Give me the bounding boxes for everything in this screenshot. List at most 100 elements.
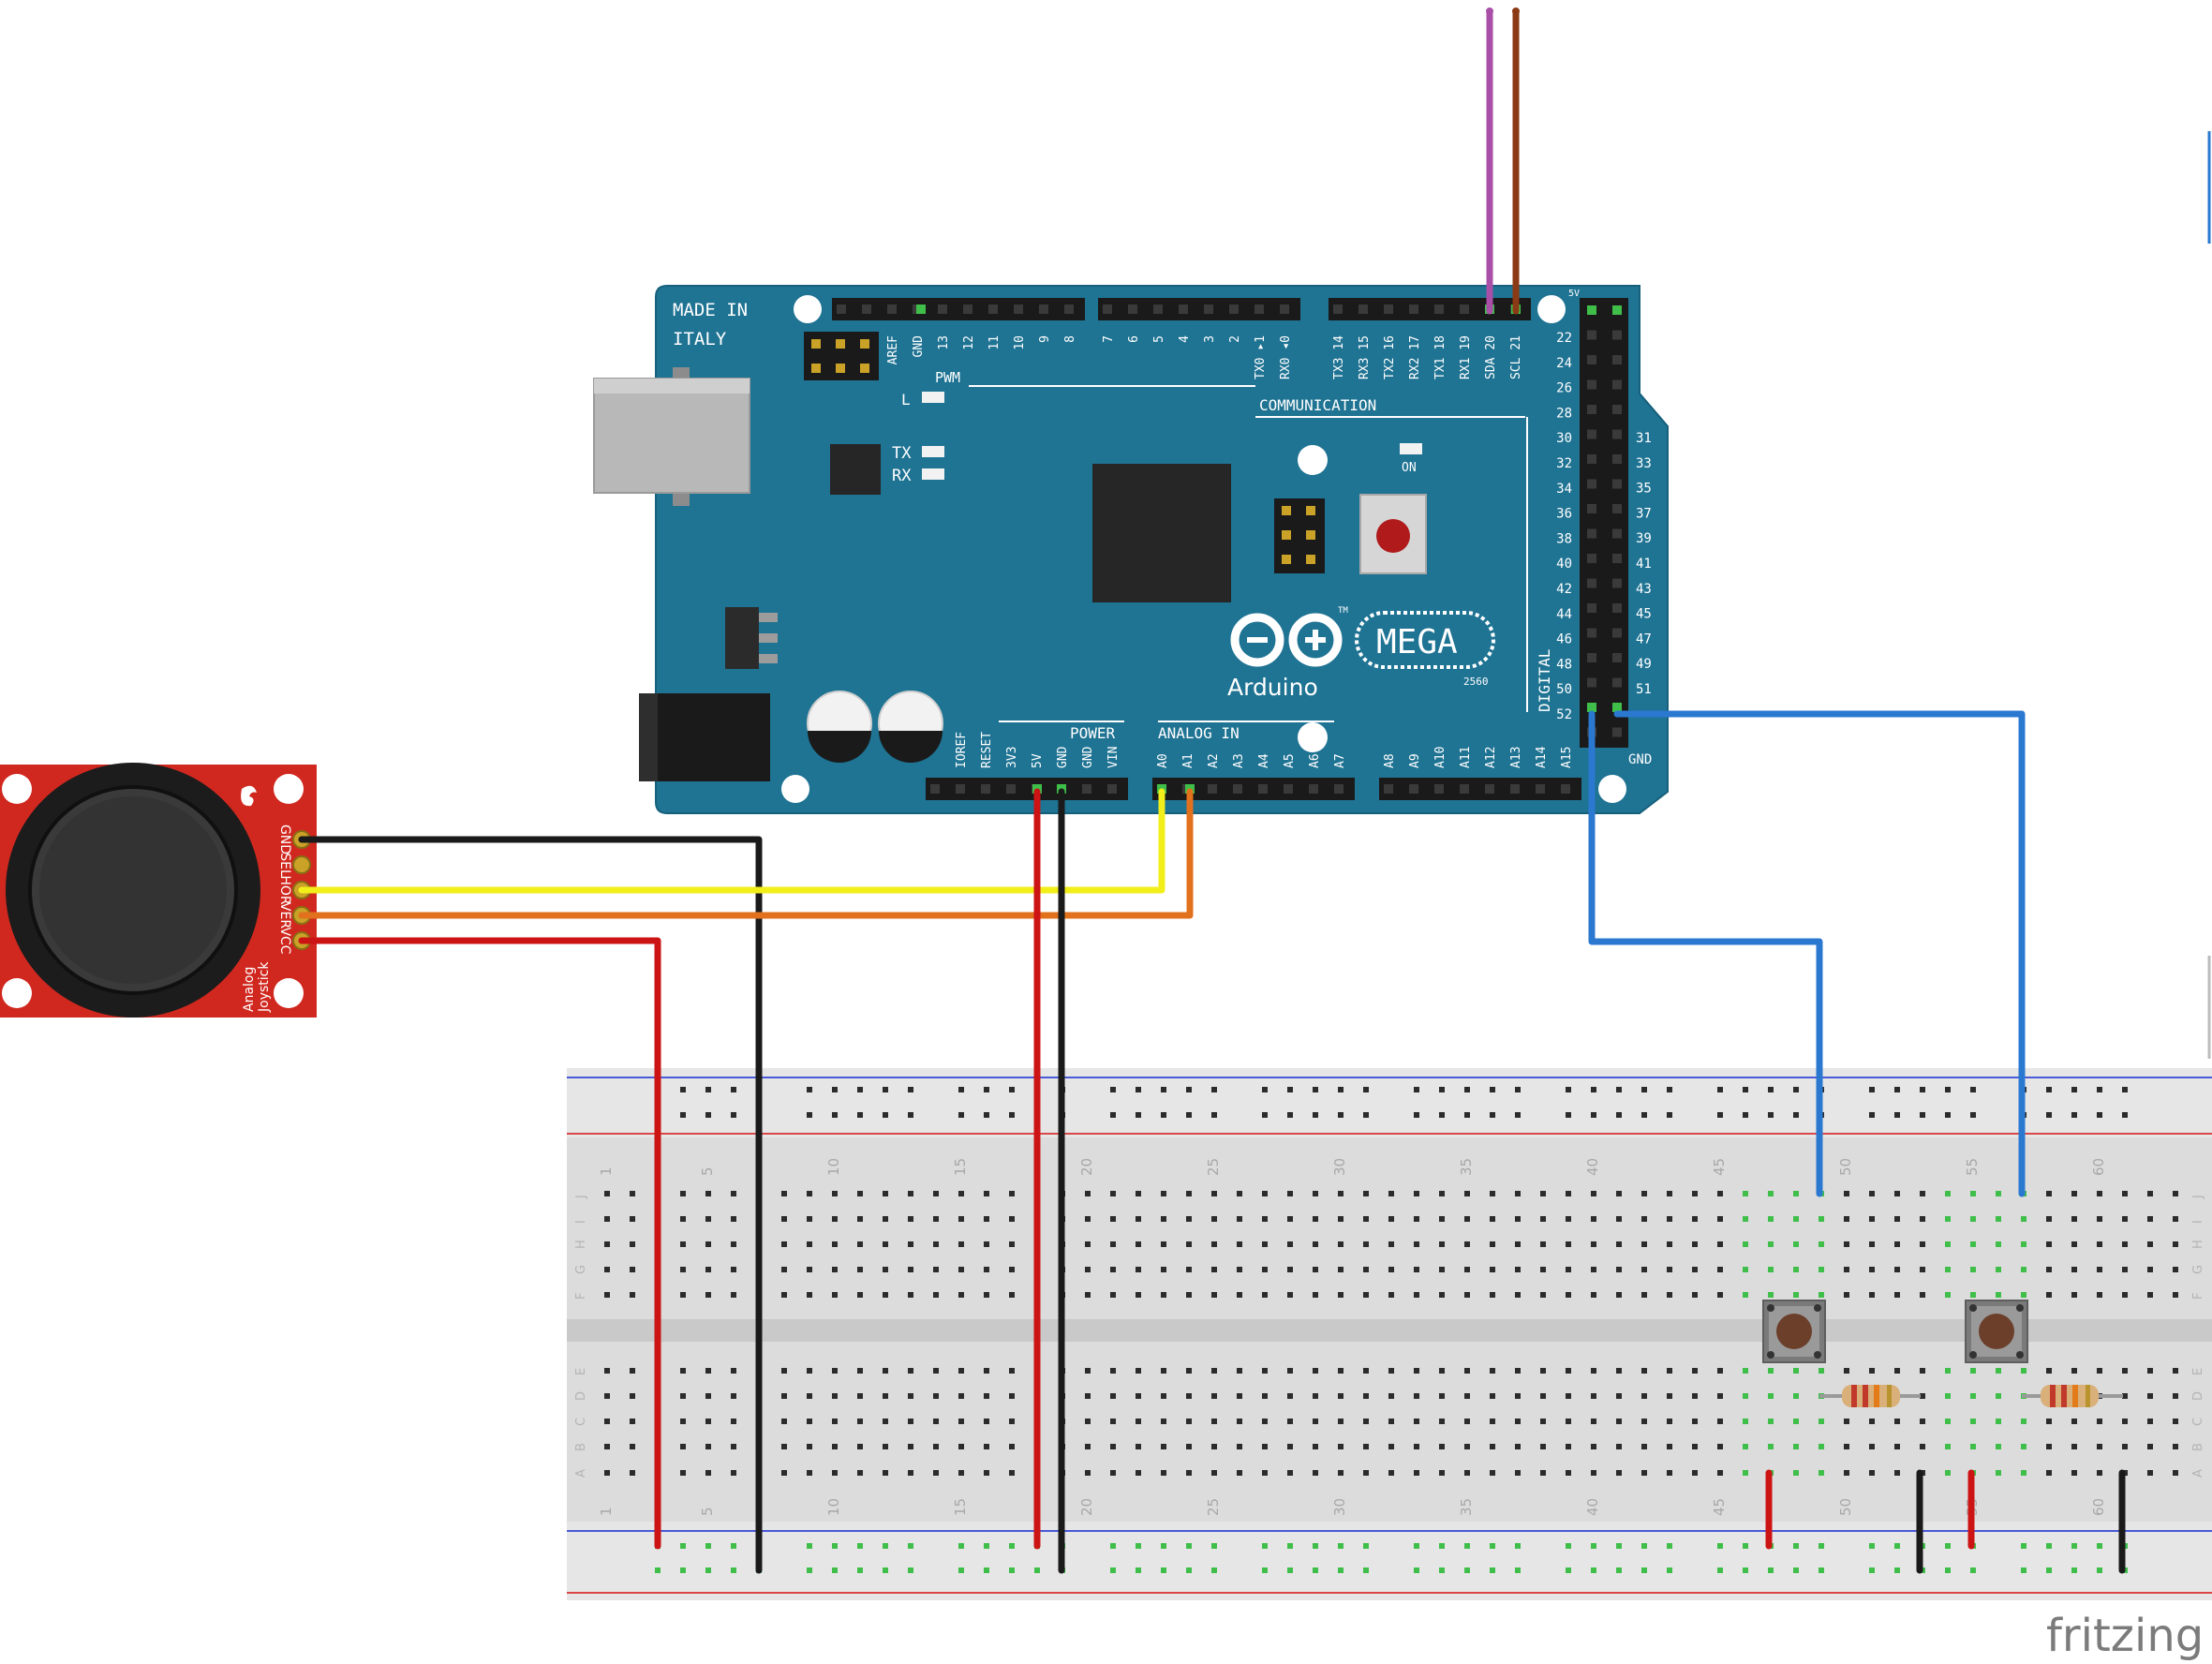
rail-hole xyxy=(1490,1112,1495,1118)
hole xyxy=(2071,1368,2077,1374)
header-pin xyxy=(1612,355,1622,364)
hole xyxy=(2147,1267,2153,1272)
row-letter: J xyxy=(574,1195,588,1199)
rail-hole xyxy=(2071,1543,2077,1549)
arduino-logo: Arduino TM xyxy=(1227,606,1348,701)
pin-label: 11 xyxy=(987,335,1002,350)
rail-hole xyxy=(1920,1087,1925,1092)
mega-badge: MEGA 2560 xyxy=(1355,611,1495,688)
hole xyxy=(1920,1419,1925,1424)
hole xyxy=(1692,1470,1698,1476)
rail-hole xyxy=(1464,1112,1470,1118)
hole xyxy=(1439,1191,1445,1196)
hole xyxy=(1793,1419,1799,1424)
hole xyxy=(832,1368,838,1374)
hole xyxy=(1338,1216,1344,1222)
hole xyxy=(1464,1267,1470,1272)
hole xyxy=(1641,1470,1647,1476)
rail-hole xyxy=(908,1543,913,1549)
hole xyxy=(1616,1292,1622,1298)
hole xyxy=(1110,1368,1116,1374)
hole xyxy=(1388,1393,1394,1399)
pin-label: 3 xyxy=(1203,335,1217,343)
rail-hole xyxy=(1515,1087,1521,1092)
hole xyxy=(1667,1419,1672,1424)
reset-button[interactable] xyxy=(1359,494,1427,574)
hole xyxy=(2147,1470,2153,1476)
hole xyxy=(1439,1267,1445,1272)
hole xyxy=(731,1393,736,1399)
wire-joystick-hor[interactable] xyxy=(298,788,1165,894)
hole xyxy=(2147,1292,2153,1298)
hole xyxy=(883,1216,888,1222)
hole xyxy=(1591,1267,1596,1272)
pushbutton-1[interactable] xyxy=(1762,1300,1826,1363)
wires xyxy=(298,7,2126,1574)
hole xyxy=(1793,1470,1799,1476)
rail-hole xyxy=(908,1087,913,1092)
hole xyxy=(1237,1292,1242,1298)
hole xyxy=(1338,1393,1344,1399)
rail-hole xyxy=(1894,1087,1900,1092)
hole xyxy=(1085,1444,1091,1449)
hole xyxy=(1363,1419,1369,1424)
hole xyxy=(1591,1216,1596,1222)
rail-hole xyxy=(1793,1543,1799,1549)
hole xyxy=(1844,1368,1849,1374)
hole xyxy=(1110,1292,1116,1298)
rail-hole xyxy=(1743,1087,1748,1092)
hole xyxy=(908,1470,913,1476)
hole xyxy=(1414,1419,1419,1424)
hole xyxy=(1414,1216,1419,1222)
row-letter: C xyxy=(574,1418,588,1426)
rail-hole xyxy=(1211,1112,1217,1118)
hole xyxy=(1211,1419,1217,1424)
wire-joystick-gnd[interactable] xyxy=(298,836,763,1574)
header-pin xyxy=(1587,653,1596,662)
hole xyxy=(1161,1241,1166,1247)
rail-hole xyxy=(1970,1087,1976,1092)
hole xyxy=(1667,1216,1672,1222)
wire-joystick-ver[interactable] xyxy=(298,788,1194,919)
pushbutton-2[interactable] xyxy=(1965,1300,2028,1363)
hole xyxy=(604,1368,610,1374)
rail-hole xyxy=(1186,1087,1192,1092)
hole xyxy=(1313,1419,1318,1424)
rail-hole xyxy=(1945,1087,1951,1092)
wire-button-1-signal[interactable] xyxy=(1588,710,1823,1197)
hole xyxy=(1490,1368,1495,1374)
column-number: 10 xyxy=(825,1158,842,1176)
pin-label: 49 xyxy=(1636,657,1652,672)
used-pin xyxy=(916,305,926,314)
hole xyxy=(958,1368,964,1374)
rail-hole xyxy=(1591,1567,1596,1573)
hole xyxy=(1186,1241,1192,1247)
row-letter: D xyxy=(574,1391,588,1401)
hole xyxy=(680,1241,686,1247)
hole xyxy=(630,1470,635,1476)
hole xyxy=(1540,1216,1546,1222)
hole xyxy=(1085,1267,1091,1272)
rail-hole xyxy=(1414,1112,1419,1118)
row-letter: G xyxy=(2191,1265,2205,1274)
rail-hole xyxy=(1616,1567,1622,1573)
rail-hole xyxy=(1211,1543,1217,1549)
hole xyxy=(1945,1292,1951,1298)
hole xyxy=(958,1419,964,1424)
pin-label: 7 xyxy=(1102,335,1116,343)
rail-hole xyxy=(807,1087,812,1092)
hole xyxy=(1262,1241,1268,1247)
hole xyxy=(1136,1368,1141,1374)
hole xyxy=(2046,1292,2052,1298)
hole xyxy=(1186,1368,1192,1374)
wire-joystick-vcc[interactable] xyxy=(298,937,661,1550)
hole xyxy=(1591,1393,1596,1399)
pin-label: 4 xyxy=(1178,335,1192,343)
pin-label: GND xyxy=(1081,746,1095,768)
wire-button-2-signal[interactable] xyxy=(1613,710,2026,1197)
hole xyxy=(2173,1393,2178,1399)
rail-hole xyxy=(1110,1087,1116,1092)
hole xyxy=(1591,1368,1596,1374)
pin-label: 34 xyxy=(1556,482,1572,497)
rail-hole xyxy=(1262,1112,1268,1118)
